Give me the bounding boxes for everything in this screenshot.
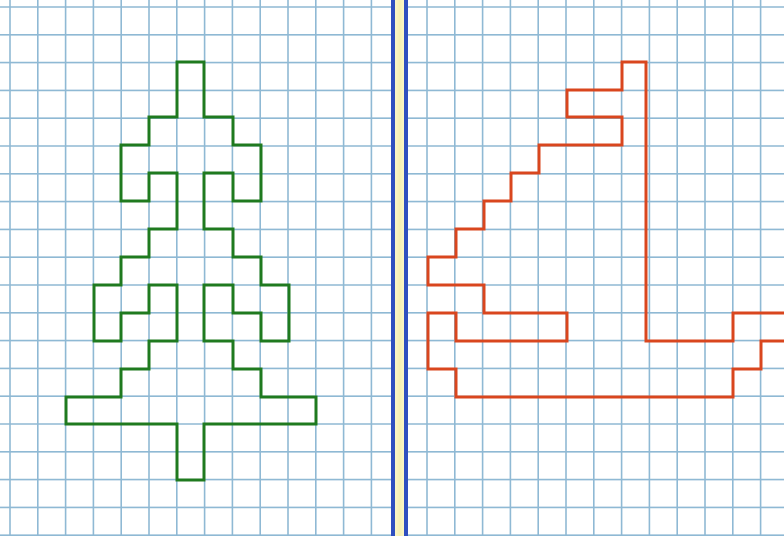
tree-outline xyxy=(66,62,316,480)
left-grid-canvas xyxy=(0,0,391,536)
right-grid-canvas xyxy=(408,0,784,536)
left-grid-panel xyxy=(0,0,391,536)
center-divider xyxy=(391,0,408,536)
left-grid-lines xyxy=(0,0,391,536)
right-grid-lines xyxy=(408,0,784,536)
right-grid-panel xyxy=(408,0,784,536)
